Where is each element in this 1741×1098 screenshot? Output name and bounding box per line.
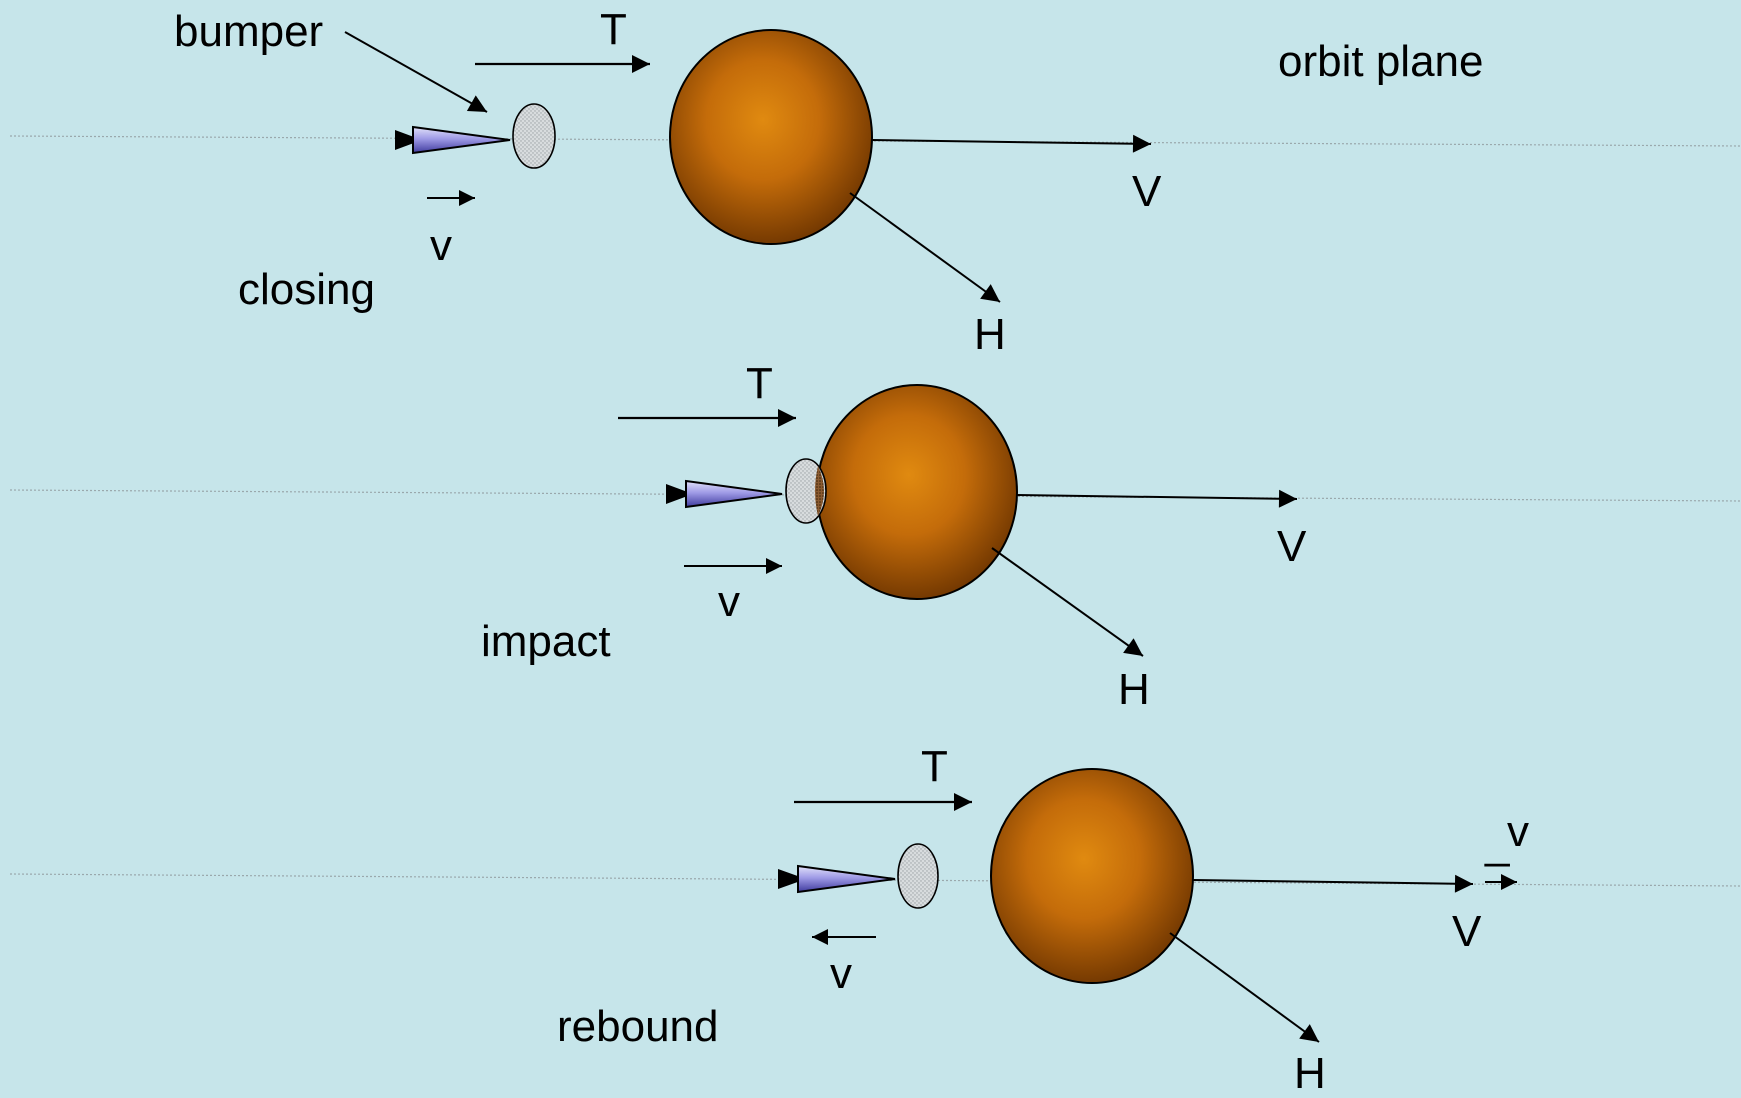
minus-v-sign: _ (1485, 819, 1510, 868)
stage-impact (618, 384, 1298, 657)
v-label-closing: V (1132, 167, 1162, 216)
t-label-closing: T (600, 5, 627, 54)
h-direction-arrow (849, 192, 1001, 303)
h-label-impact: H (1118, 665, 1150, 714)
bumper-contact-patch (815, 466, 824, 516)
bumper-label: bumper (174, 7, 324, 56)
projectile-tail-icon (395, 130, 422, 150)
stage-rebound (778, 768, 1517, 1043)
bumper-pointer-arrow (344, 31, 488, 113)
v-label-rebound: V (1452, 907, 1482, 956)
stage-closing (344, 29, 1152, 303)
asteroid-icon (990, 768, 1194, 984)
orbit-plane-label: orbit plane (1278, 37, 1484, 86)
minus-v-label: v (1507, 807, 1529, 856)
asteroid-icon (669, 29, 873, 245)
bumper-disc-icon (785, 458, 827, 524)
projectile-tail-icon (666, 484, 693, 504)
h-label-rebound: H (1294, 1049, 1326, 1098)
bumper-velocity-label-impact: v (718, 577, 740, 626)
bumper-disc-icon (897, 843, 939, 909)
projectile-cone-icon (685, 479, 783, 509)
h-label-closing: H (974, 310, 1006, 359)
projectile-cone-icon (412, 125, 511, 155)
h-direction-arrow (991, 547, 1144, 657)
asteroid-icon (816, 384, 1018, 600)
v-label-impact: V (1277, 522, 1307, 571)
stage-label-rebound: rebound (557, 1002, 719, 1051)
h-direction-arrow (1169, 932, 1320, 1043)
v-direction-arrow (1016, 489, 1298, 508)
bumper-disc-icon (512, 103, 556, 169)
t-label-rebound: T (921, 742, 948, 791)
t-label-impact: T (746, 359, 773, 408)
stage-label-closing: closing (238, 265, 375, 314)
v-direction-arrow (871, 134, 1152, 153)
stage-label-impact: impact (481, 617, 611, 666)
projectile-cone-icon (797, 864, 896, 894)
bumper-velocity-label-closing: v (430, 221, 452, 270)
bumper-velocity-label-rebound: v (830, 949, 852, 998)
projectile-tail-icon (778, 869, 806, 889)
v-direction-arrow (1192, 874, 1474, 893)
